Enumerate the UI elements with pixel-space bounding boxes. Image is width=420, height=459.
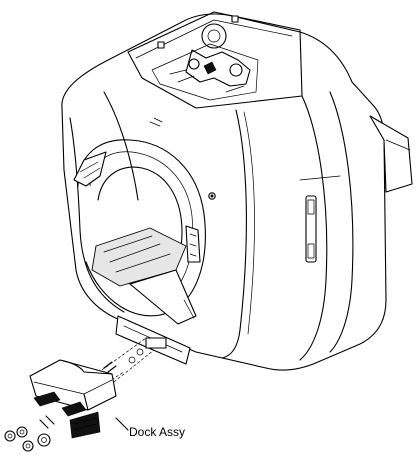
gantry-housing: [61, 11, 413, 371]
dock-assy-label: Dock Assy: [129, 425, 186, 439]
top-mechanism: [151, 15, 259, 101]
bore-ring: [73, 139, 206, 325]
dock-assembly: [4, 337, 155, 452]
dock-receptacle: [115, 315, 191, 365]
